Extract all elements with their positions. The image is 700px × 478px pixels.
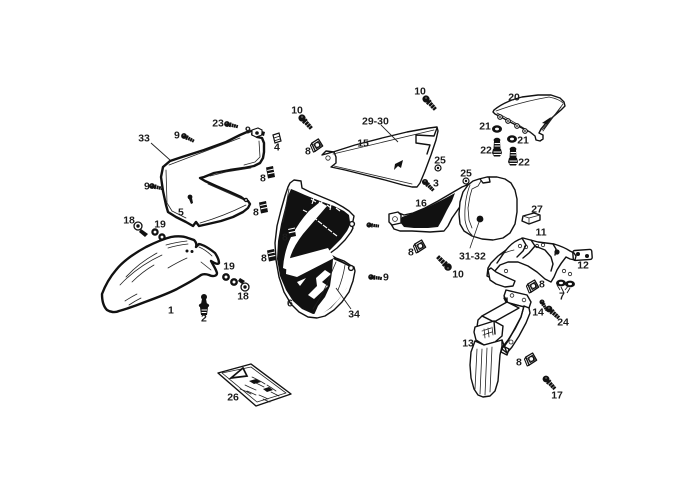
- svg-text:11: 11: [536, 227, 547, 239]
- svg-text:4: 4: [274, 142, 280, 154]
- svg-text:29-30: 29-30: [362, 116, 389, 128]
- svg-text:10: 10: [291, 105, 303, 117]
- svg-text:19: 19: [223, 261, 235, 273]
- svg-text:10: 10: [414, 86, 426, 98]
- svg-text:16: 16: [415, 198, 427, 210]
- svg-text:7: 7: [559, 291, 565, 303]
- svg-text:33: 33: [138, 133, 150, 145]
- svg-text:31-32: 31-32: [459, 251, 486, 263]
- svg-text:9: 9: [174, 130, 180, 142]
- svg-text:24: 24: [557, 317, 569, 329]
- svg-text:26: 26: [227, 392, 239, 404]
- svg-text:18: 18: [123, 215, 135, 227]
- svg-text:6: 6: [287, 298, 293, 310]
- svg-text:8: 8: [260, 173, 266, 185]
- svg-text:22: 22: [518, 157, 530, 169]
- svg-text:27: 27: [531, 204, 543, 216]
- svg-text:10: 10: [452, 269, 464, 281]
- svg-text:8: 8: [261, 253, 267, 265]
- svg-text:21: 21: [479, 121, 491, 133]
- svg-text:1: 1: [168, 305, 174, 317]
- svg-text:9: 9: [245, 125, 251, 137]
- svg-text:9: 9: [144, 181, 150, 193]
- svg-text:8: 8: [282, 232, 288, 244]
- svg-text:25: 25: [434, 155, 446, 167]
- svg-text:5: 5: [178, 207, 184, 219]
- svg-text:8: 8: [253, 207, 259, 219]
- svg-text:15: 15: [357, 138, 369, 150]
- svg-text:9: 9: [383, 272, 389, 284]
- svg-text:23: 23: [212, 118, 224, 130]
- svg-text:8: 8: [305, 146, 311, 158]
- svg-text:8: 8: [516, 357, 522, 369]
- svg-text:8: 8: [539, 279, 545, 291]
- svg-text:14: 14: [532, 307, 544, 319]
- svg-text:20: 20: [508, 92, 520, 104]
- svg-text:13: 13: [462, 338, 474, 350]
- svg-text:19: 19: [154, 219, 166, 231]
- svg-text:18: 18: [237, 291, 249, 303]
- svg-text:25: 25: [460, 168, 472, 180]
- svg-text:12: 12: [577, 260, 589, 272]
- svg-text:21: 21: [517, 135, 529, 147]
- svg-text:2: 2: [201, 313, 207, 325]
- svg-text:22: 22: [480, 145, 492, 157]
- svg-text:8: 8: [408, 247, 414, 259]
- svg-text:17: 17: [551, 390, 563, 402]
- svg-text:34: 34: [348, 309, 360, 321]
- svg-text:3: 3: [433, 178, 439, 190]
